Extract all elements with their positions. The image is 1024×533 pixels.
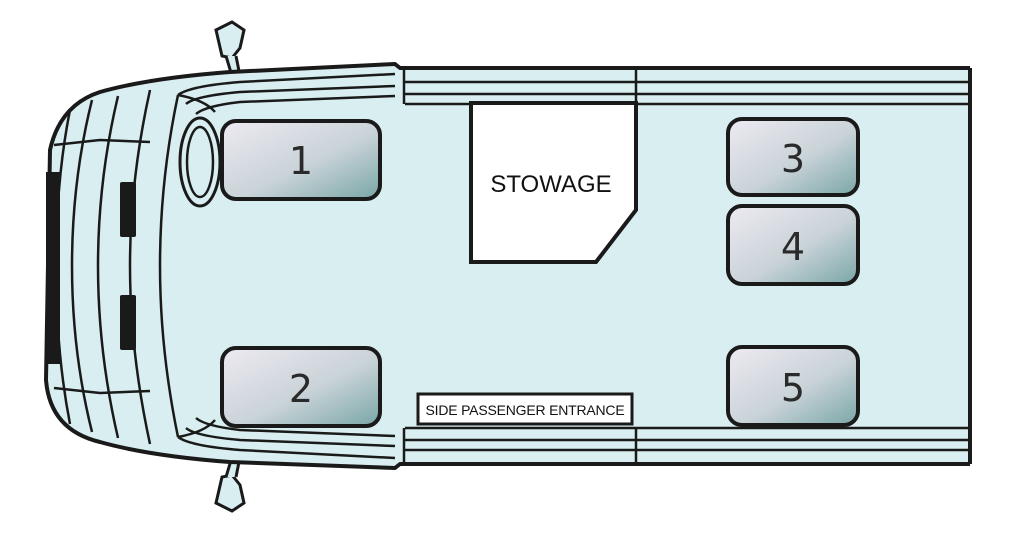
roof-rails: [402, 68, 970, 464]
seat-1: 1: [220, 119, 382, 201]
seat-5: 5: [726, 345, 860, 427]
seat-number: 1: [289, 139, 313, 183]
side-entrance: SIDE PASSENGER ENTRANCE: [416, 392, 634, 426]
seat-number: 5: [781, 366, 805, 410]
grille-slot-bottom: [120, 295, 136, 350]
seat-3: 3: [726, 117, 860, 197]
stowage-label: STOWAGE: [490, 171, 611, 198]
seat-4: 4: [726, 204, 860, 286]
grille-slot-top: [120, 182, 136, 237]
cab-lines: [177, 72, 396, 460]
seat-number: 2: [289, 367, 313, 411]
front-bumper: [46, 172, 60, 364]
seat-number: 3: [781, 137, 805, 181]
entrance-label: SIDE PASSENGER ENTRANCE: [426, 402, 625, 418]
seat-number: 4: [781, 225, 805, 269]
left-mirror: [214, 20, 246, 78]
right-mirror: [214, 455, 246, 513]
seat-2: 2: [220, 346, 382, 428]
stowage-area: STOWAGE: [469, 101, 638, 264]
steering-wheel-inner: [185, 125, 215, 199]
